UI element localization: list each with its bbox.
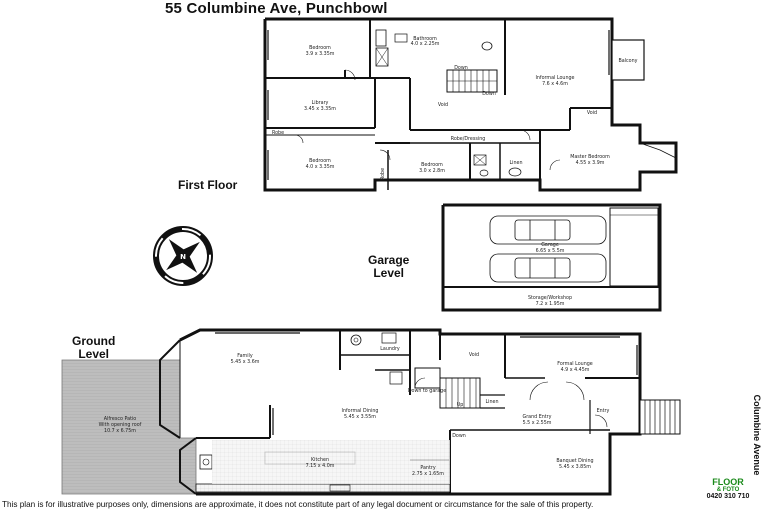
room-dim: 3.0 x 2.8m [419,168,445,174]
room-name: Grand Entry [522,414,551,420]
room-name: Laundry [380,346,400,352]
room-note: With opening roof [99,422,142,428]
room-name: Bathroom [413,36,437,42]
room-name: Family [237,353,253,359]
svg-text:N: N [180,253,186,261]
room-name: Entry [597,408,610,414]
level-label-ground: Ground Level [72,335,115,361]
room-name: Informal Dining [342,408,379,414]
first-floor-labels: Bedroom 3.9 x 3.35m Bathroom 4.0 x 2.25m… [272,36,638,180]
ground-floor-labels: Family 5.45 x 3.6m Laundry Void Formal L… [99,346,610,477]
stair-label: Down to garage [408,388,446,394]
room-dim: 5.45 x 3.85m [559,464,591,470]
room-name: Garage [541,242,559,248]
room-dim: 6.65 x 5.5m [536,248,565,254]
room-name: Master Bedroom [570,154,610,160]
room-name: Pantry [420,465,436,471]
car-icon [489,215,607,245]
garage-labels: Garage 6.65 x 5.5m Storage/Workshop 7.2 … [528,242,572,307]
room-name: Robe/Dressing [451,136,486,142]
kitchen-floor [212,440,450,484]
stair-label: Up [457,402,464,408]
stair-label: Down [452,433,466,439]
stair-label: Down [482,91,496,97]
room-dim: 7.2 x 1.95m [536,301,565,307]
room-dim: 7.15 x 4.0m [306,463,335,469]
room-dim: 3.45 x 3.35m [304,106,336,112]
room-name: Robe [272,130,284,136]
room-dim: 5.45 x 3.55m [344,414,376,420]
room-name: Formal Lounge [557,361,593,367]
room-name: Void [587,110,597,116]
room-dim: 7.6 x 4.6m [542,81,568,87]
room-name: Banquet Dining [556,458,593,464]
room-dim: 4.0 x 2.25m [411,41,440,47]
room-name: Linen [509,160,522,166]
compass-icon: N [153,226,213,286]
car-icon [489,253,607,283]
level-label-line: Ground [72,334,116,348]
logo-line: FLOOR [712,477,744,487]
first-floor-plan [263,17,678,192]
room-name: Linen [485,399,498,405]
room-dim: 5.45 x 3.6m [231,359,260,365]
room-name: Bedroom [309,45,331,51]
room-name: Robe [380,168,386,180]
level-label-line: Garage [368,253,410,267]
level-label-line: Level [373,266,405,280]
room-name: Bedroom [309,158,331,164]
logo-line: & FOTO [716,487,740,493]
room-name: Informal Lounge [535,75,574,81]
room-name: Void [469,352,479,358]
room-name: Kitchen [311,457,329,463]
room-name: Void [438,102,448,108]
street-name: Columbine Avenue [752,394,762,476]
street-label: Columbine Avenue [747,386,762,486]
room-dim: 4.9 x 4.45m [561,367,590,373]
logo-phone: 0420 310 710 [706,493,750,500]
room-dim: 5.5 x 2.55m [523,420,552,426]
balcony [611,39,645,81]
level-label-line: Level [78,347,109,361]
garage-plan [441,203,662,312]
room-name: Library [312,100,329,106]
level-label-garage: Garage Level [368,254,409,280]
stair-label: Down [454,65,468,71]
room-dim: 2.75 x 1.65m [412,471,444,477]
room-name: Bedroom [421,162,443,168]
room-name: Alfresco Patio [104,416,137,422]
room-dim: 4.0 x 3.35m [306,164,335,170]
level-label-first-floor: First Floor [178,178,238,192]
disclaimer-text: This plan is for illustrative purposes o… [2,500,594,509]
room-dim: 4.55 x 3.9m [576,160,605,166]
room-dim: 3.9 x 3.35m [306,51,335,57]
page-title: 55 Columbine Ave, Punchbowl [165,0,388,17]
company-logo: FLOOR & FOTO 0420 310 710 [690,477,766,501]
room-name: Balcony [618,58,637,64]
ground-floor-plan [159,328,681,496]
ground-floor-outer-wall [179,328,642,386]
room-name: Storage/Workshop [528,295,572,301]
room-dim: 10.7 x 6.75m [104,428,136,434]
